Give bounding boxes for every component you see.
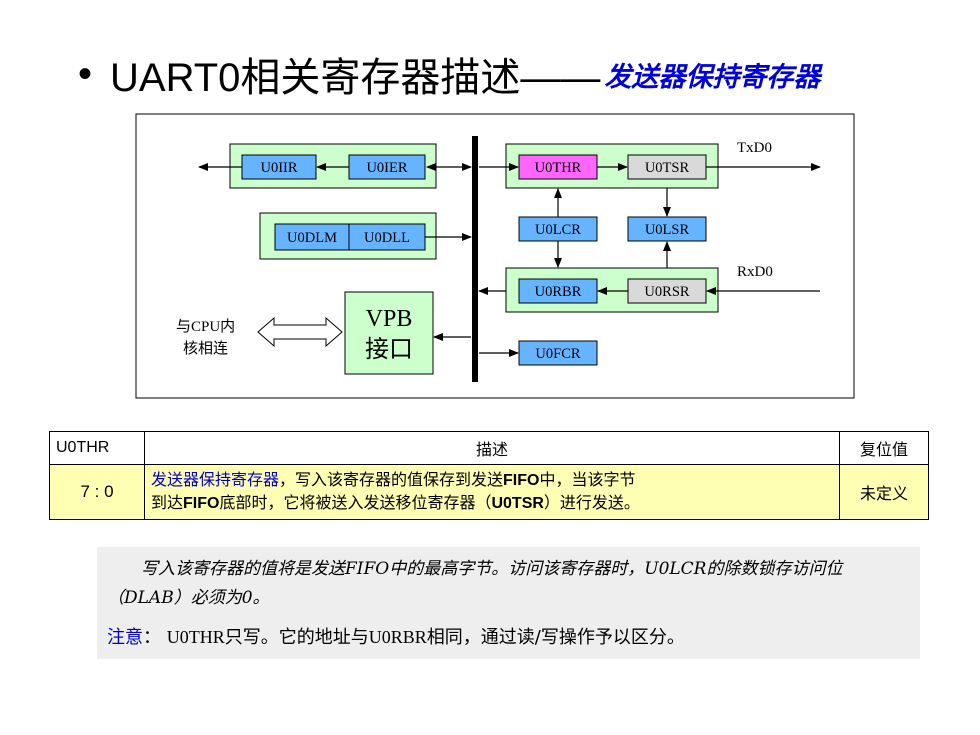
desc-part2: 中，当该字节 <box>539 472 636 489</box>
desc-part4: 底部时，它将被送入发送移位寄存器（ <box>219 495 492 512</box>
reg-u0tsr-label: U0TSR <box>645 160 690 176</box>
desc-tsr: U0TSR <box>491 495 544 512</box>
reg-u0rbr-label: U0RBR <box>535 284 582 300</box>
reg-u0rsr-label: U0RSR <box>644 284 689 300</box>
cell-bits: 7 : 0 <box>49 464 145 520</box>
note-thr: U0THR <box>166 627 225 647</box>
rxd0-label: RxD0 <box>737 264 773 280</box>
header-description: 描述 <box>144 431 840 465</box>
txd0-label: TxD0 <box>737 140 772 156</box>
cpu-label-line1: 与CPU内 <box>176 318 235 335</box>
note-text-1: 只写。它的地址与 <box>224 627 369 648</box>
desc-highlight: 发送器保持寄存器 <box>151 472 280 489</box>
bullet: • <box>78 51 93 96</box>
title-main: UART0相关寄存器描述—— <box>110 56 601 100</box>
bus-bar <box>472 136 478 382</box>
table-row: 7 : 0 发送器保持寄存器，写入该寄存器的值保存到发送FIFO中，当该字节到达… <box>49 464 929 520</box>
reg-u0fcr-label: U0FCR <box>535 346 580 362</box>
reg-u0lsr <box>627 216 707 242</box>
reg-u0lcr-label: U0LCR <box>535 222 581 238</box>
reg-u0ier-label: U0IER <box>366 160 407 176</box>
reg-u0rsr <box>627 278 707 304</box>
vpb-interface-box <box>344 291 434 375</box>
desc-part1: ，写入该寄存器的值保存到发送 <box>279 472 504 489</box>
desc-fifo2: FIFO <box>183 495 220 512</box>
reg-u0lsr-label: U0LSR <box>645 222 690 238</box>
reg-u0iir-label: U0IIR <box>260 160 297 176</box>
desc-fifo1: FIFO <box>503 472 540 489</box>
reg-u0thr-label: U0THR <box>535 160 582 176</box>
note-rbr: U0RBR <box>368 627 427 647</box>
table-header-row: U0THR 描述 复位值 <box>49 431 929 465</box>
reg-u0rbr <box>518 278 598 304</box>
cpu-vpb-double-arrow <box>257 316 343 348</box>
reg-u0ier <box>348 154 426 180</box>
note-paragraph-1: 写入该寄存器的值将是发送FIFO中的最高字节。访问该寄存器时，U0LCR的除数锁… <box>107 559 843 608</box>
note-colon: ： <box>143 627 161 648</box>
cell-reset-value: 未定义 <box>839 464 929 520</box>
desc-part5: ）进行发送。 <box>543 495 640 512</box>
reg-u0dll <box>348 223 426 251</box>
reg-u0fcr <box>518 340 598 366</box>
note-paragraph-2: 注意： U0THR只写。它的地址与U0RBR相同，通过读/写操作予以区分。 <box>107 623 685 652</box>
vpb-line2: 接口 <box>365 336 413 363</box>
reg-u0dll-label: U0DLL <box>364 230 410 246</box>
cell-description: 发送器保持寄存器，写入该寄存器的值保存到发送FIFO中，当该字节到达FIFO底部… <box>144 464 840 520</box>
header-reset-value: 复位值 <box>839 431 929 465</box>
connection-lines <box>198 163 821 357</box>
note-box: 写入该寄存器的值将是发送FIFO中的最高字节。访问该寄存器时，U0LCR的除数锁… <box>97 547 920 659</box>
title-sub: 发送器保持寄存器 <box>604 61 821 93</box>
note-text-2: 相同，通过读/写操作予以区分。 <box>426 627 685 648</box>
desc-part3: 到达 <box>151 495 184 512</box>
header-register: U0THR <box>49 431 145 465</box>
reg-u0tsr <box>627 154 707 180</box>
vpb-line1: VPB <box>366 306 413 332</box>
slide-title: • UART0相关寄存器描述—— 发送器保持寄存器 <box>78 44 820 104</box>
reg-u0dlm-label: U0DLM <box>287 230 337 246</box>
cpu-label-line2: 核相连 <box>183 340 228 357</box>
register-table: U0THR 描述 复位值 7 : 0 发送器保持寄存器，写入该寄存器的值保存到发… <box>49 431 929 520</box>
reg-u0thr <box>518 154 598 180</box>
reg-u0lcr <box>518 216 598 242</box>
note-label: 注意 <box>107 627 143 648</box>
